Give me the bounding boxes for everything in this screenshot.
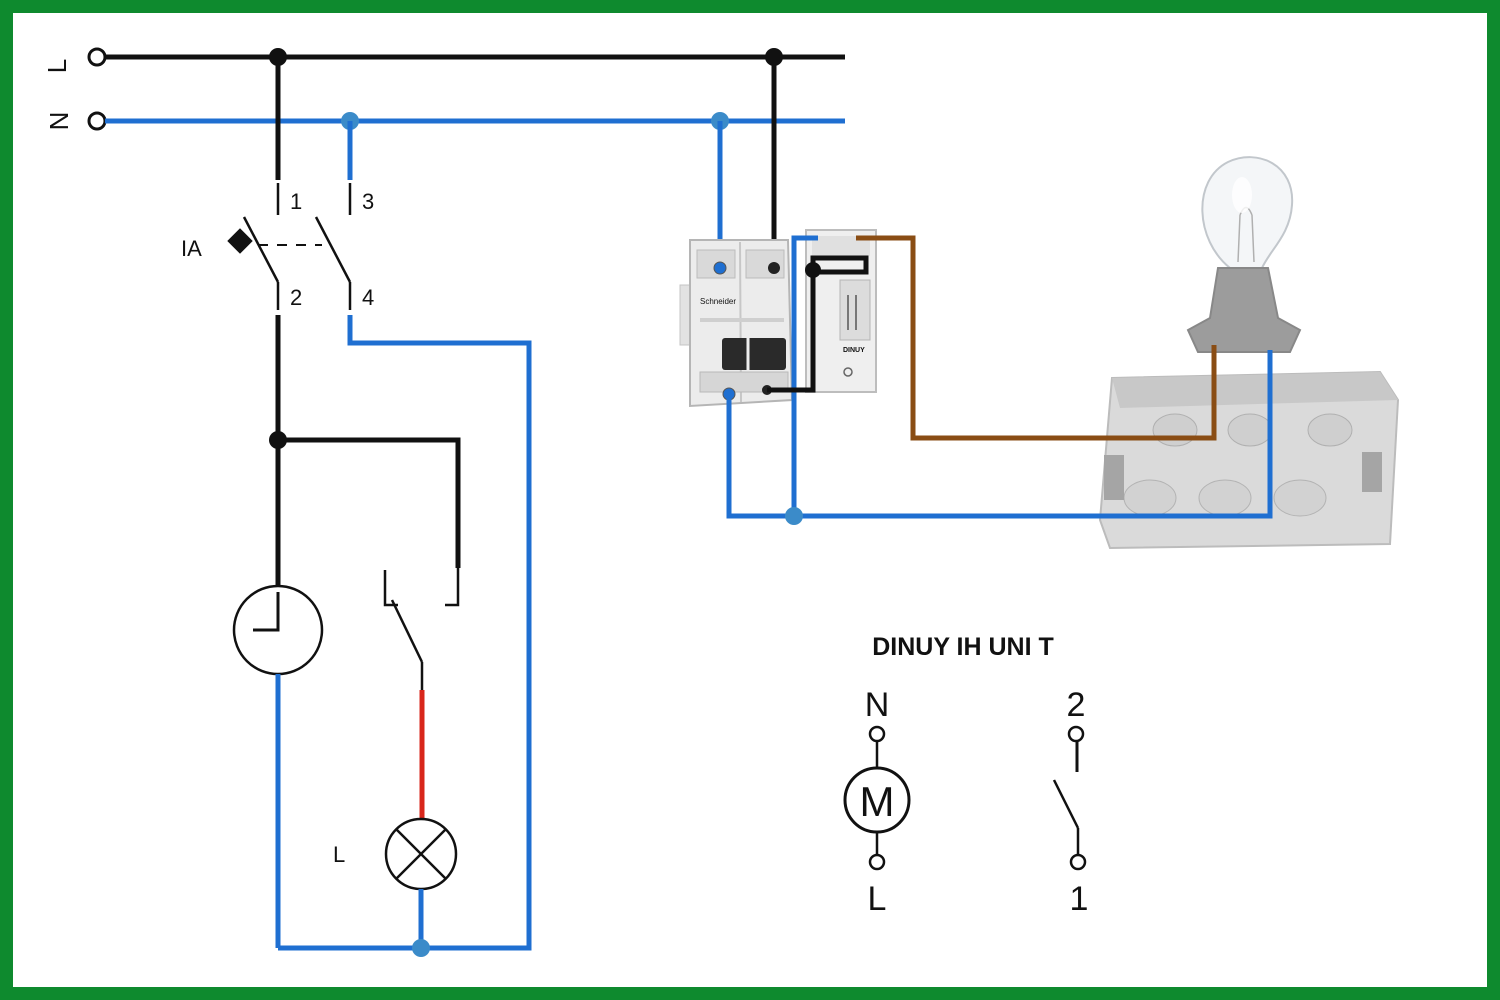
timer-neutral-link <box>791 235 818 516</box>
module-title: DINUY IH UNI T <box>872 633 1054 661</box>
module-n-label: N <box>865 686 890 724</box>
breaker-label: IA <box>181 236 202 261</box>
motor-label: M <box>860 778 895 825</box>
lamp-label: L <box>333 842 345 867</box>
line-terminal-label: L <box>42 59 72 73</box>
junction-neutral-return <box>412 939 430 957</box>
timer-contact <box>390 599 424 663</box>
light-bulb-icon <box>1186 156 1302 353</box>
module-contact-symbol: 2 1 <box>1052 686 1089 918</box>
trip-element <box>227 228 253 254</box>
lamp-socket <box>1186 267 1302 353</box>
module-l-label: L <box>868 880 887 918</box>
lamp-neutral-link <box>726 350 1273 519</box>
neutral-terminal <box>87 111 107 131</box>
module-contact <box>1052 779 1080 829</box>
junction-timer-phase <box>805 262 821 278</box>
breaker-brand-text: Schneider <box>700 297 736 306</box>
contact-1-2 <box>242 216 280 283</box>
dinuy-timer-device: DINUY <box>805 229 877 393</box>
lamp-feed-wire <box>856 235 1217 441</box>
module-2-label: 2 <box>1067 686 1086 724</box>
junction-device-neutral <box>785 507 803 525</box>
pin-4-label: 4 <box>362 285 374 310</box>
module-1-label: 1 <box>1070 880 1089 918</box>
pin-3-label: 3 <box>362 189 374 214</box>
phase-rail: L <box>42 47 845 73</box>
module-coil-symbol: N M L <box>843 686 911 918</box>
neutral-return-wire <box>278 315 532 951</box>
timer-brand-text: DINUY <box>843 347 865 354</box>
pin-1-label: 1 <box>290 189 302 214</box>
neutral-terminal-label: N <box>44 112 74 131</box>
junction-box <box>1098 370 1400 550</box>
lamp-symbol-icon <box>384 817 458 891</box>
din-breaker-device: Schneider <box>679 239 794 408</box>
phase-branch-wire <box>278 437 461 568</box>
pin-2-label: 2 <box>290 285 302 310</box>
breaker-ia: 1 3 IA 2 4 <box>181 57 374 310</box>
contact-3-4 <box>314 216 352 283</box>
line-terminal <box>87 47 107 67</box>
timer-phase-link <box>767 255 869 393</box>
breaker-toggle <box>722 338 786 370</box>
timer-clock-icon <box>232 584 324 676</box>
